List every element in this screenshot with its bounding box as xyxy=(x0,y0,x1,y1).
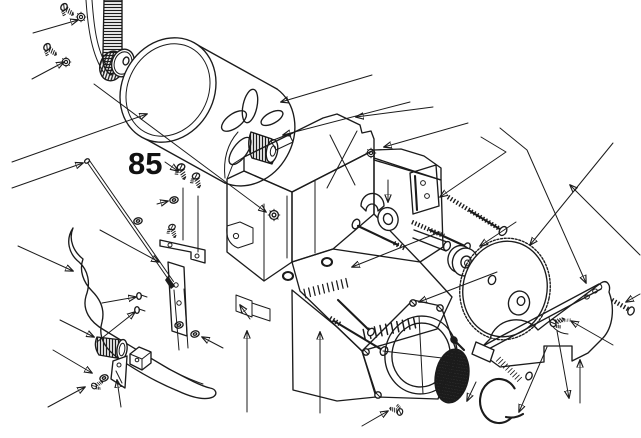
cover-bolt-long xyxy=(328,316,389,357)
callout-screws xyxy=(132,162,204,253)
mount-screw xyxy=(56,1,77,22)
triangle-plate xyxy=(110,355,128,389)
washer xyxy=(173,320,185,330)
bearing-clamp xyxy=(360,192,385,212)
saw-blade xyxy=(459,237,551,341)
spring-upper xyxy=(300,267,351,309)
bearing xyxy=(377,206,399,232)
mount-bolt xyxy=(351,218,408,252)
guard-bolt xyxy=(610,297,635,316)
cooling-fan xyxy=(220,88,284,166)
switch-block xyxy=(129,346,152,371)
dark-screw xyxy=(450,336,458,344)
flange-nut xyxy=(267,208,281,222)
upper-bracket xyxy=(159,239,206,264)
leader-arrows xyxy=(11,20,641,427)
blade-guard-plate xyxy=(477,281,614,368)
support-bracket xyxy=(68,227,217,400)
arbor-bracket-plate xyxy=(409,164,440,215)
mushroom-pins xyxy=(134,292,148,314)
callout-85-label: 85 xyxy=(128,146,162,181)
threaded-knob xyxy=(94,336,128,361)
callout-85: 85 xyxy=(128,146,178,181)
vent-mesh xyxy=(434,348,470,404)
long-bolt-upper xyxy=(446,195,508,237)
guard-spring-screw xyxy=(548,314,572,332)
washer xyxy=(189,329,201,339)
guard-rod xyxy=(471,283,603,383)
spring-lower xyxy=(359,303,420,354)
mount-screw xyxy=(39,41,60,62)
cover-bottom-screw xyxy=(387,401,406,417)
cover-screws xyxy=(362,299,444,399)
retaining-ring xyxy=(478,378,525,425)
cover-bolt-short xyxy=(336,298,376,337)
nut xyxy=(60,56,72,68)
